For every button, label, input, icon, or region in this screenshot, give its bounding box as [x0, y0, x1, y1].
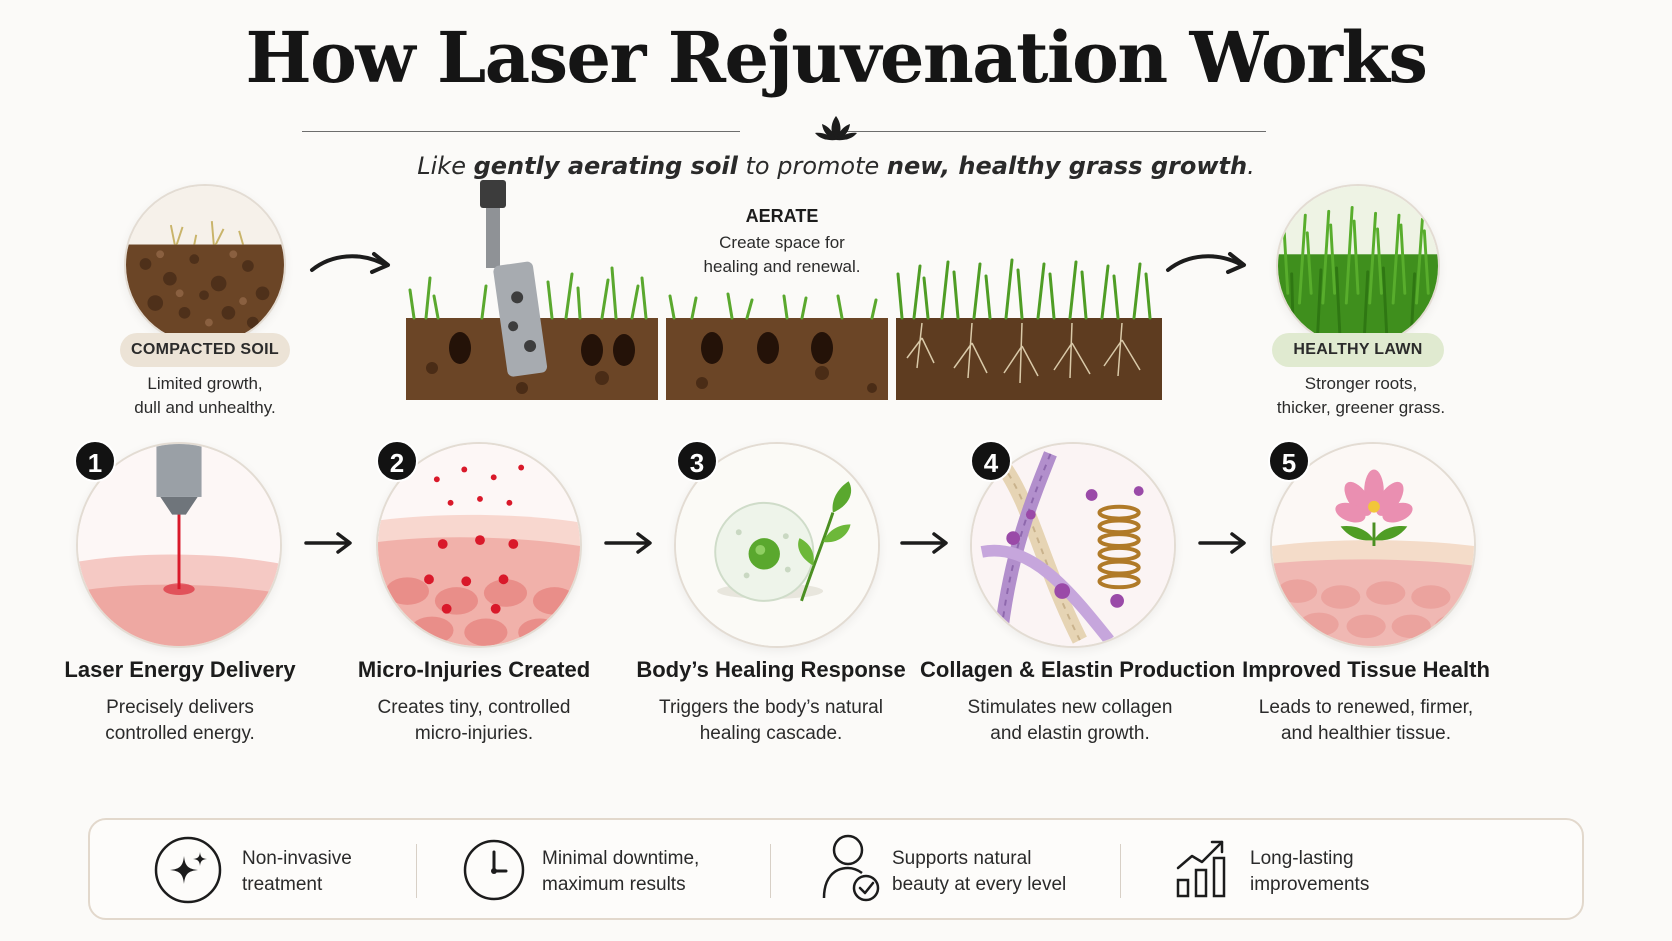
step-4-badge: 4	[970, 440, 1012, 482]
subtitle-emphasis-2: new, healthy grass growth	[886, 152, 1248, 180]
benefit-1-line1: Non-invasive	[242, 848, 352, 869]
benefit-3-line2: beauty at every level	[892, 874, 1067, 895]
benefit-minimal-downtime: Minimal downtime, maximum results	[462, 820, 782, 922]
compacted-soil-desc-line1: Limited growth,	[147, 374, 263, 393]
step-4-text: Collagen & Elastin Production Stimulates…	[920, 657, 1236, 747]
step-1-text: Laser Energy Delivery Precisely delivers…	[40, 657, 320, 747]
healthy-lawn-description: Stronger roots, thicker, greener grass.	[1252, 372, 1470, 420]
step-2-desc-line2: micro-injuries.	[414, 723, 534, 744]
aerate-desc-line1: Create space for	[719, 233, 845, 252]
step-3-desc-line2: healing cascade.	[699, 723, 843, 744]
step-3-title: Body’s Healing Response	[636, 657, 906, 682]
benefit-non-invasive: Non-invasive treatment	[154, 820, 454, 922]
page-title: How Laser Rejuvenation Works	[245, 16, 1428, 99]
benefit-natural-beauty: Supports natural beauty at every level	[820, 820, 1140, 922]
benefit-4-line1: Long-lasting	[1250, 848, 1354, 869]
benefit-2-line2: maximum results	[542, 874, 686, 895]
sparkle-icon	[154, 836, 222, 904]
lotus-icon	[812, 112, 860, 144]
aeration-soil-strip	[402, 178, 1166, 400]
benefit-1-line2: treatment	[242, 874, 323, 895]
step-5-desc-line1: Leads to renewed, firmer,	[1258, 697, 1474, 718]
subtitle-emphasis-1: gently aerating soil	[473, 152, 738, 180]
benefit-2-line1: Minimal downtime,	[542, 848, 700, 869]
benefit-2-text: Minimal downtime, maximum results	[542, 846, 699, 898]
healthy-lawn-desc-line2: thicker, greener grass.	[1276, 398, 1446, 417]
benefit-divider-2	[770, 844, 771, 898]
step-3-text: Body’s Healing Response Triggers the bod…	[626, 657, 916, 747]
step-1-badge: 1	[74, 440, 116, 482]
compacted-soil-description: Limited growth, dull and unhealthy.	[105, 372, 305, 420]
healthy-lawn-desc-line1: Stronger roots,	[1304, 374, 1418, 393]
benefit-1-text: Non-invasive treatment	[242, 846, 352, 898]
step-5-text: Improved Tissue Health Leads to renewed,…	[1226, 657, 1506, 747]
aerate-label: AERATE	[745, 206, 819, 226]
subtitle: Like gently aerating soil to promote new…	[0, 152, 1672, 180]
compacted-soil-illustration	[124, 184, 286, 346]
subtitle-text-1: Like	[417, 152, 474, 180]
step-1-desc-line1: Precisely delivers	[106, 697, 254, 718]
aerate-block: AERATE Create space for healing and rene…	[682, 206, 882, 279]
title-divider-right	[830, 131, 1266, 132]
compacted-soil-desc-line2: dull and unhealthy.	[134, 398, 276, 417]
growth-chart-icon	[1174, 836, 1232, 900]
subtitle-text-2: to promote	[737, 152, 887, 180]
step-arrow-2	[602, 530, 656, 556]
healthy-lawn-illustration	[1276, 184, 1440, 348]
step-4-title: Collagen & Elastin Production	[920, 657, 1236, 682]
step-2-text: Micro-Injuries Created Creates tiny, con…	[334, 657, 614, 747]
benefit-long-lasting: Long-lasting improvements	[1174, 820, 1474, 922]
step-arrow-4	[1196, 530, 1250, 556]
person-check-icon	[820, 832, 884, 904]
clock-icon	[462, 838, 526, 902]
step-2-desc-line1: Creates tiny, controlled	[377, 697, 571, 718]
benefit-4-line2: improvements	[1250, 874, 1370, 895]
benefit-divider-3	[1120, 844, 1121, 898]
step-4-desc-line1: Stimulates new collagen	[967, 697, 1173, 718]
step-5-title: Improved Tissue Health	[1242, 657, 1490, 682]
step-5-badge: 5	[1268, 440, 1310, 482]
step-2-title: Micro-Injuries Created	[357, 657, 591, 682]
step-4-desc-line2: and elastin growth.	[990, 723, 1150, 744]
step-1-illustration	[76, 442, 282, 648]
compacted-soil-label: COMPACTED SOIL	[120, 333, 290, 367]
benefits-banner: Non-invasive treatment Minimal downtime,…	[88, 818, 1584, 920]
step-4-illustration	[970, 442, 1176, 648]
analogy-arrow-right	[1164, 244, 1250, 280]
step-1-desc-line2: controlled energy.	[105, 723, 255, 744]
step-3-badge: 3	[676, 440, 718, 482]
benefit-4-text: Long-lasting improvements	[1250, 846, 1369, 898]
step-3-desc-line1: Triggers the body’s natural	[659, 697, 883, 718]
step-5-desc-line2: and healthier tissue.	[1280, 723, 1452, 744]
title-divider-left	[302, 131, 740, 132]
step-arrow-1	[302, 530, 356, 556]
benefit-3-line1: Supports natural	[892, 848, 1032, 869]
subtitle-text-3: .	[1247, 152, 1255, 180]
step-2-badge: 2	[376, 440, 418, 482]
healthy-lawn-label: HEALTHY LAWN	[1272, 333, 1444, 367]
aerate-desc-line2: healing and renewal.	[703, 257, 861, 276]
step-3-illustration	[674, 442, 880, 648]
step-arrow-3	[898, 530, 952, 556]
benefit-3-text: Supports natural beauty at every level	[892, 846, 1066, 898]
analogy-arrow-left	[308, 244, 394, 280]
benefit-divider-1	[416, 844, 417, 898]
step-1-title: Laser Energy Delivery	[64, 657, 296, 682]
